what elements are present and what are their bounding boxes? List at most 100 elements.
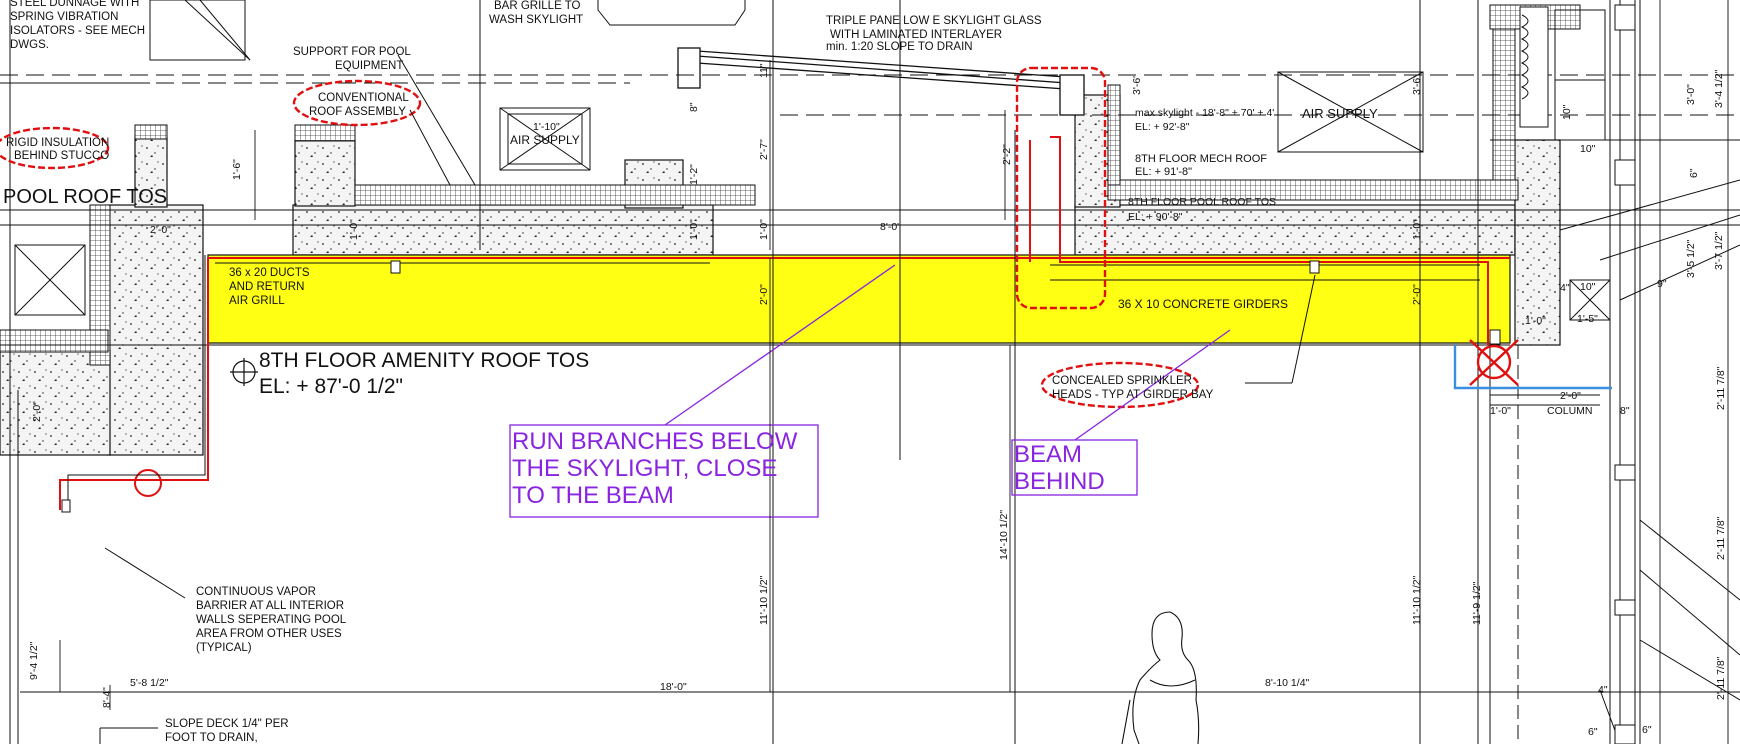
dim-2-0-right: 2'-0" [1411,284,1423,305]
dim-10b: 10" [1580,143,1596,155]
dim-2-11b: 2'-11 7/8" [1715,516,1727,560]
dim-8-col: 8" [1620,405,1630,417]
right-wall [1514,139,1561,346]
note-max-skylight-2: EL: + 92'-8" [1135,121,1190,133]
dim-1-0a: 1'-0" [348,219,360,240]
markup-beam-behind-2: BEHIND [1014,468,1105,495]
note-steel-dunnage-4: DWGS. [10,39,49,51]
note-leaders [99,0,1316,744]
dim-2-11c: 2'-11 7/8" [1715,656,1727,700]
skylight [677,47,1085,116]
note-pool-roof-8-1: 8TH FLOOR POOL ROOF TOS [1128,196,1276,208]
note-vapor-5: (TYPICAL) [196,642,252,654]
note-steel-dunnage-3: ISOLATORS - SEE MECH [10,25,145,37]
dim-2-0-top: 2'-0" [150,224,171,236]
label-air-supply-right: AIR SUPPLY [1302,106,1378,121]
label-pool-roof-tos: POOL ROOF TOS [3,186,167,208]
note-conventional-1: CONVENTIONAL [318,92,409,104]
dim-6: 6" [1688,168,1700,178]
dim-1-04: 1'-0" [1525,315,1546,327]
dim-9-4: 9'-4 1/2" [28,641,40,680]
note-bar-grille-1: BAR GRILLE TO [494,0,581,12]
dim-4b: 4" [1598,684,1608,696]
dim-10a: 10" [1561,104,1573,120]
note-sprinkler-1: CONCEALED SPRINKLER [1052,375,1192,387]
dim-18-0: 18'-0" [660,681,687,693]
dim-1-0-mid: 1'-0" [758,219,770,240]
dim-2-2: 2'-2" [1001,144,1013,165]
dim-1-6: 1'-6" [231,159,243,180]
dim-6c: 6" [1588,726,1598,738]
note-support-pool-1: SUPPORT FOR POOL [293,46,411,58]
note-pool-roof-8-2: EL: + 90'-8" [1128,211,1183,223]
dim-3-5: 3'-5 1/2" [1685,239,1697,278]
dim-2-7: 2'-7" [758,139,770,160]
dim-3-4: 3'-4 1/2" [1713,69,1725,108]
label-column: COLUMN [1547,405,1593,417]
dim-11-10b: 11'-10 1/2" [1411,575,1423,625]
note-conventional-2: ROOF ASSEMBLY [309,106,406,118]
dim-11: 11" [758,63,770,78]
dim-8-4: 8'-4" [101,687,113,708]
dim-2-0-mid: 2'-0" [758,284,770,305]
note-vapor-3: WALLS SEPERATING POOL [196,614,347,626]
note-slope-deck-2: FOOT TO DRAIN, [165,732,258,744]
dim-1-2: 1'-2" [688,164,700,185]
pool-equipment-curb [294,139,356,207]
note-max-skylight-1: max skylight - 18'-8" + 70' + 4' [1135,107,1274,119]
note-skylight-3: min. 1:20 SLOPE TO DRAIN [826,41,973,53]
label-amenity-elevation: EL: + 87'-0 1/2" [259,375,403,398]
dim-2-11a: 2'-11 7/8" [1715,366,1727,410]
note-vapor-4: AREA FROM OTHER USES [196,628,342,640]
dim-14-10: 14'-10 1/2" [998,510,1010,560]
note-mech-roof-1: 8TH FLOOR MECH ROOF [1135,153,1267,165]
dim-10c: 10" [1580,281,1596,293]
note-ducts-3: AIR GRILL [229,295,285,307]
roof-slab-right [1074,204,1516,256]
markup-run-branches-1: RUN BRANCHES BELOW [512,428,798,455]
roof-membrane [0,4,1581,366]
sprinkler-heads [61,260,1501,513]
person-silhouette [1121,611,1200,744]
girder-highlight [207,254,1511,344]
left-pool-wall [107,204,204,456]
sprinkler-pipes [59,136,1489,510]
markup-run-branches-3: TO THE BEAM [512,482,674,509]
dim-5-8: 5'-8 1/2" [130,677,169,689]
note-vapor-1: CONTINUOUS VAPOR [196,586,316,598]
note-mech-roof-2: EL: + 91'-8" [1135,166,1192,178]
note-vapor-2: BARRIER AT ALL INTERIOR [196,600,344,612]
note-steel-dunnage-1: STEEL DUNNAGE WITH [10,0,139,9]
revision-clouds [0,66,1200,409]
dim-3-7: 3'-7 1/2" [1713,231,1725,270]
note-skylight-1: TRIPLE PANE LOW E SKYLIGHT GLASS [826,15,1042,27]
dim-1-10: 1'-10" [533,121,560,133]
left-lower-slab [0,349,111,456]
dim-2-0-left: 2'-0" [31,401,43,422]
dim-9: 9" [1657,278,1667,290]
note-support-pool-2: EQUIPMENT [335,60,403,72]
dim-11-10a: 11'-10 1/2" [758,575,770,625]
dim-2-0-col: 2'-0" [1560,390,1581,402]
dim-4: 4" [1560,282,1570,294]
dim-8-0: 8'-0" [880,221,901,233]
note-skylight-2: WITH LAMINATED INTERLAYER [830,29,1002,41]
note-rigid-insulation-1: RIGID INSULATION [6,137,109,149]
note-steel-dunnage-2: SPRING VIBRATION [10,11,118,23]
label-air-supply-left: AIR SUPPLY [510,133,580,147]
left-parapet [134,136,168,208]
markup-run-branches-2: THE SKYLIGHT, CLOSE [512,455,777,482]
dim-3-0: 3'-0" [1685,84,1697,105]
note-bar-grille-2: WASH SKYLIGHT [489,14,583,26]
note-ducts-2: AND RETURN [229,281,304,293]
dimension-lines [20,0,1740,744]
dim-1-0b: 1'-0" [688,219,700,240]
dim-8: 8" [688,102,700,112]
dim-3-6b: 3'-6" [1411,74,1423,95]
note-ducts-1: 36 x 20 DUCTS [229,267,310,279]
dim-11-9: 11'-9 1/2" [1471,581,1483,625]
level-marker-symbol [230,358,258,386]
markup-leaders [509,264,1231,518]
